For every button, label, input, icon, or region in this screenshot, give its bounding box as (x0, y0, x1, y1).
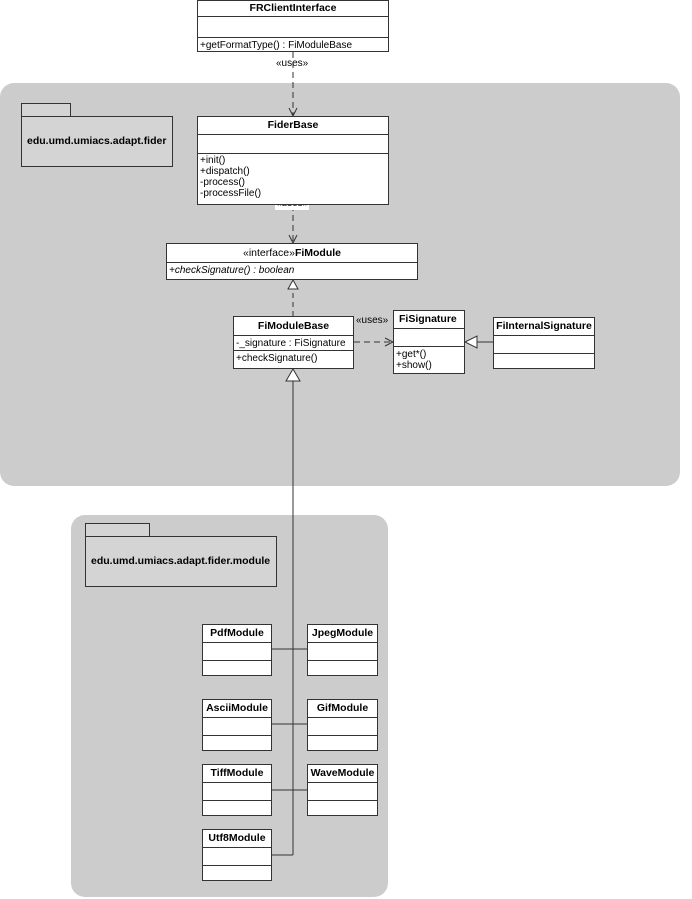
methods-compartment: +get*() +show() (394, 347, 464, 371)
method: +checkSignature() : boolean (169, 265, 295, 276)
method: +init() (200, 155, 226, 166)
interface-fimodule[interactable]: «interface»FiModule +checkSignature() : … (166, 243, 418, 280)
attributes-compartment (203, 848, 271, 866)
method: +checkSignature() (236, 353, 318, 364)
uses-label-fisignature: «uses» (356, 315, 389, 326)
attribute: -_signature : FiSignature (236, 338, 346, 349)
method: +dispatch() (200, 166, 250, 177)
methods-compartment: +checkSignature() (234, 351, 353, 364)
methods-compartment: +init() +dispatch() -process() -processF… (198, 154, 388, 199)
class-tiffmodule[interactable]: TiffModule (202, 764, 272, 816)
class-name: TiffModule (203, 765, 271, 783)
class-name: GifModule (308, 700, 377, 718)
class-pdfmodule[interactable]: PdfModule (202, 624, 272, 676)
class-name: FRClientInterface (198, 1, 388, 17)
class-name: FiModuleBase (234, 317, 353, 336)
package-module-name: edu.umd.umiacs.adapt.fider.module (85, 536, 277, 587)
class-gifmodule[interactable]: GifModule (307, 699, 378, 751)
attributes-compartment: -_signature : FiSignature (234, 336, 353, 351)
attributes-compartment (203, 643, 271, 661)
attributes-compartment (308, 783, 377, 801)
method: +get*() (396, 349, 427, 360)
class-name: AsciiModule (203, 700, 271, 718)
attributes-compartment (198, 17, 388, 38)
attributes-compartment (203, 783, 271, 801)
class-wavemodule[interactable]: WaveModule (307, 764, 378, 816)
class-name: Utf8Module (203, 830, 271, 848)
attributes-compartment (198, 135, 388, 154)
method: -processFile() (200, 188, 262, 199)
class-asciimodule[interactable]: AsciiModule (202, 699, 272, 751)
stereotype-label: «interface» (242, 247, 295, 259)
class-fisignature[interactable]: FiSignature +get*() +show() (393, 310, 465, 374)
class-name: WaveModule (308, 765, 377, 783)
interface-name-row: «interface»FiModule (167, 244, 417, 263)
uses-label-frclient: «uses» (276, 58, 309, 69)
attributes-compartment (308, 718, 377, 736)
attributes-compartment (394, 329, 464, 347)
methods-compartment: +getFormatType() : FiModuleBase (198, 38, 388, 51)
class-name: FiInternalSignature (494, 318, 594, 336)
class-jpegmodule[interactable]: JpegModule (307, 624, 378, 676)
method: +getFormatType() : FiModuleBase (200, 40, 353, 51)
class-fiinternalsignature[interactable]: FiInternalSignature (493, 317, 595, 369)
class-name: JpegModule (308, 625, 377, 643)
class-name: FiderBase (198, 117, 388, 135)
class-fiderbase[interactable]: FiderBase +init() +dispatch() -process()… (197, 116, 389, 205)
package-fider-name: edu.umd.umiacs.adapt.fider (21, 116, 173, 167)
interface-name: FiModule (294, 247, 342, 259)
class-name: FiSignature (394, 311, 464, 329)
attributes-compartment (203, 718, 271, 736)
method: +show() (396, 360, 432, 371)
class-frclientinterface[interactable]: FRClientInterface +getFormatType() : FiM… (197, 0, 389, 52)
methods-compartment: +checkSignature() : boolean (167, 263, 417, 276)
attributes-compartment (494, 336, 594, 354)
class-name: PdfModule (203, 625, 271, 643)
class-utf8module[interactable]: Utf8Module (202, 829, 272, 881)
method: -process() (200, 177, 246, 188)
class-fimodulebase[interactable]: FiModuleBase -_signature : FiSignature +… (233, 316, 354, 369)
attributes-compartment (308, 643, 377, 661)
